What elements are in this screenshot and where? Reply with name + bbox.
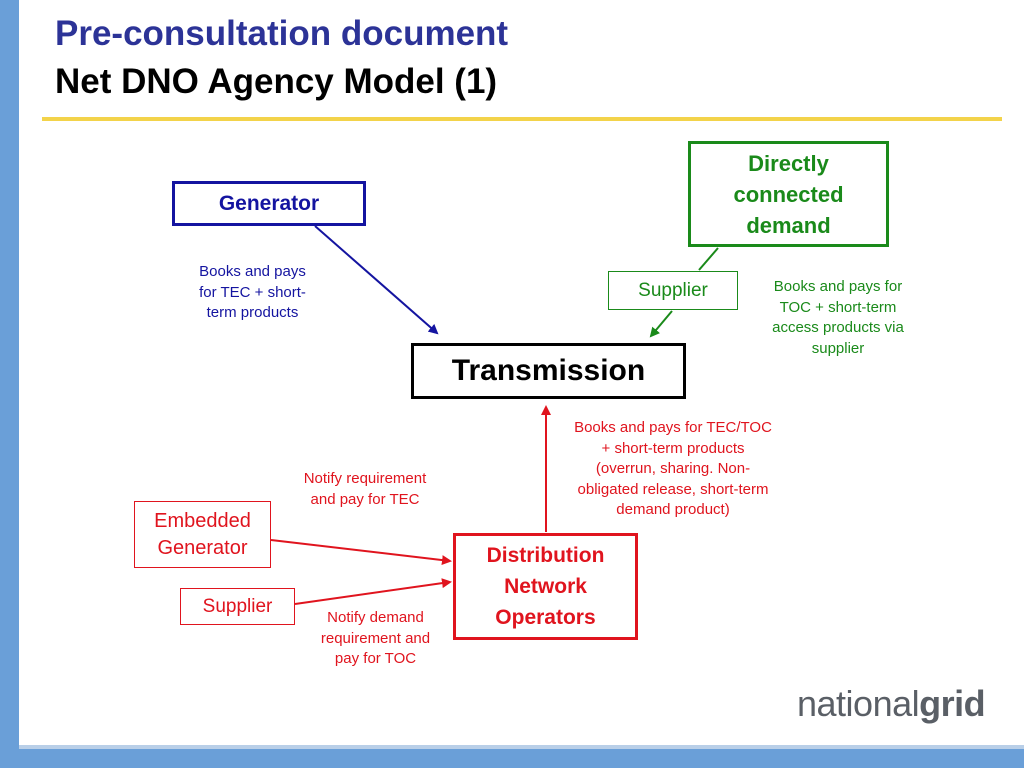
dno-label-line: Distribution (486, 544, 605, 567)
supplier-note: Books and pays for TOC + short-term acce… (753, 277, 923, 359)
note-line: access products via (772, 319, 904, 336)
generator-box: Generator (172, 181, 366, 226)
note-line: pay for TOC (334, 650, 417, 667)
generator-note: Books and pays for TEC + short- term pro… (175, 262, 330, 324)
generator-label: Generator (218, 191, 320, 215)
title-divider (42, 117, 1002, 121)
embedded-note: Notify requirement and pay for TEC (285, 469, 445, 510)
arrow-supplier-to-dno (294, 578, 452, 605)
dno-transmission-note: Books and pays for TEC/TOC + short-term … (549, 418, 797, 521)
bottom-frame-highlight (19, 745, 1024, 749)
note-line: Books and pays for (773, 278, 903, 295)
embedded-generator-box: Embedded Generator (134, 501, 271, 568)
supplier-bottom-label: Supplier (202, 595, 273, 617)
demand-label-line: demand (746, 212, 831, 238)
arrow-supplier-to-transmission (649, 310, 673, 338)
arrow-generator-to-transmission (314, 225, 439, 335)
dno-label-line: Network (504, 575, 587, 598)
note-line: Books and pays for TEC/TOC (574, 419, 772, 436)
embedded-label-line: Embedded (154, 509, 251, 532)
demand-label-line: Directly (748, 150, 829, 176)
transmission-label: Transmission (451, 354, 646, 387)
note-line: + short-term products (601, 439, 745, 457)
demand-label-line: connected (733, 181, 844, 207)
note-line: supplier (811, 339, 865, 357)
note-line: (overrun, sharing. Non- (595, 460, 751, 477)
note-line: Notify requirement (303, 470, 427, 487)
transmission-box: Transmission (411, 343, 686, 399)
line-demand-to-supplier (698, 247, 719, 271)
note-line: for TEC + short- (199, 283, 306, 301)
dno-box: Distribution Network Operators (453, 533, 638, 640)
note-line: term products (206, 304, 299, 321)
supplier-box-bottom: Supplier (180, 588, 295, 625)
left-frame-bar (0, 0, 19, 768)
logo-text-grid: grid (919, 683, 986, 724)
page-subtitle: Net DNO Agency Model (1) (55, 62, 498, 101)
national-grid-logo: nationalgrid (797, 683, 986, 724)
supplier-top-label: Supplier (638, 279, 708, 301)
directly-connected-demand-box: Directly connected demand (688, 141, 889, 247)
note-line: and pay for TEC (310, 490, 420, 508)
note-line: Notify demand (327, 609, 424, 626)
note-line: Books and pays (199, 263, 306, 280)
logo-text-national: national (797, 683, 920, 724)
bottom-frame-bar (0, 745, 1024, 768)
note-line: obligated release, short-term (577, 480, 769, 498)
dno-label-line: Operators (495, 606, 596, 629)
note-line: requirement and (320, 629, 431, 647)
embedded-label-line: Generator (157, 536, 248, 559)
arrow-embedded-to-dno (270, 539, 452, 566)
demand-note: Notify demand requirement and pay for TO… (303, 608, 448, 670)
note-line: demand product) (616, 501, 730, 518)
supplier-box-top: Supplier (608, 271, 738, 310)
page-title: Pre-consultation document (55, 14, 509, 53)
note-line: TOC + short-term (779, 298, 897, 316)
